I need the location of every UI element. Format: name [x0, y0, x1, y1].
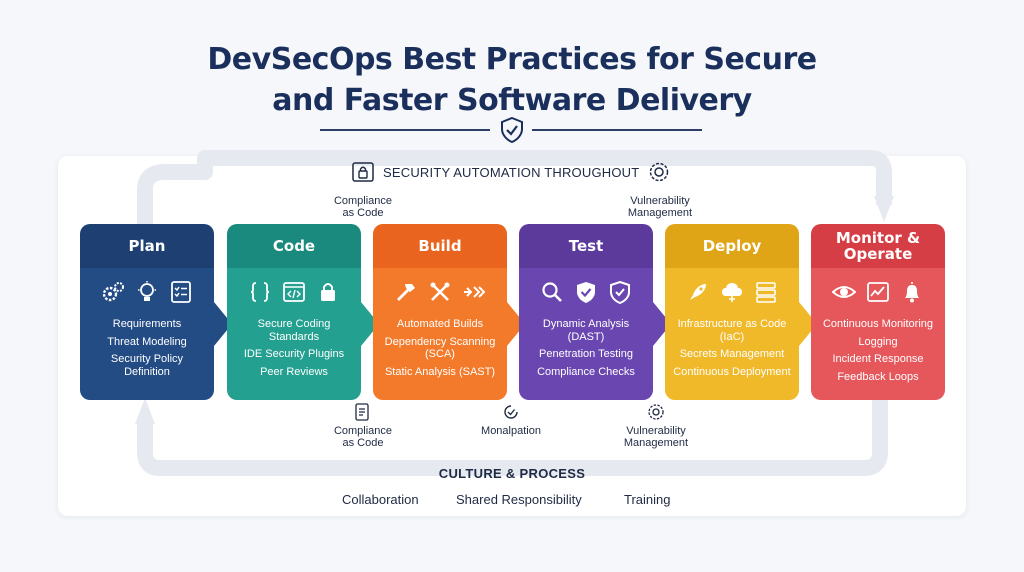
stage-title: Deploy — [665, 224, 799, 268]
note-line: Management — [623, 437, 689, 449]
refresh-check-icon — [504, 405, 518, 419]
rocket-icon — [690, 284, 706, 300]
note-line: as Code — [342, 437, 384, 449]
note-line: Compliance — [333, 195, 393, 207]
document-icon — [355, 403, 369, 421]
title-divider-left — [320, 129, 490, 131]
security-lock-icon — [352, 162, 374, 182]
stage-item: IDE Security Plugins — [243, 348, 345, 360]
stage-icons — [665, 280, 799, 306]
bottom-note-compliance: Compliance as Code — [322, 425, 404, 449]
stage-items: Requirements Threat Modeling Security Po… — [80, 318, 214, 383]
checklist-icon — [171, 281, 191, 303]
stage-item: Peer Reviews — [260, 365, 328, 378]
stage-items: Secure Coding Standards IDE Security Plu… — [227, 318, 361, 383]
stage-icons — [519, 280, 653, 306]
stage-code: Code Secure Coding Standards IDE Securit… — [227, 224, 379, 400]
bottom-note-vulnerability: Vulnerability Management — [610, 425, 702, 449]
magnifier-icon — [542, 282, 562, 302]
cloud-icon — [722, 283, 742, 302]
title-divider-right — [532, 129, 702, 131]
stage-items: Automated Builds Dependency Scanning (SC… — [373, 318, 507, 383]
alert-bell-icon — [905, 282, 919, 303]
stage-body — [80, 268, 214, 400]
stage-item: Security Policy Definition — [110, 353, 184, 378]
culture-item-collaboration: Collaboration — [342, 492, 419, 507]
stage-plan: Plan Requirements Threat Modeling Securi… — [80, 224, 232, 400]
gear-icon — [649, 162, 669, 182]
server-icon — [756, 282, 776, 303]
shield-icon — [610, 280, 630, 304]
stage-item: Secure Coding Standards — [257, 318, 331, 343]
stage-item: Penetration Testing — [539, 348, 633, 360]
stage-title: Code — [227, 224, 361, 268]
stage-item: Threat Modeling — [107, 335, 187, 348]
stage-item: Continuous Monitoring — [822, 318, 934, 330]
stage-items: Dynamic Analysis (DAST) Penetration Test… — [519, 318, 653, 383]
stage-item: Dependency Scanning (SCA) — [384, 335, 496, 361]
note-line: Monalpation — [481, 425, 541, 437]
dashboard-icon — [867, 282, 889, 302]
note-line: Vulnerability — [626, 425, 686, 437]
stage-item: Feedback Loops — [837, 370, 919, 383]
stage-icons — [373, 280, 507, 306]
stage-test: Test Dynamic Analysis (DAST) Penetration… — [519, 224, 671, 400]
culture-process-title: CULTURE & PROCESS — [438, 466, 586, 481]
page-title-line-2: and Faster Software Delivery — [272, 83, 752, 118]
gears-icon — [102, 282, 124, 302]
stage-icons — [80, 280, 214, 306]
stage-item: Logging — [858, 335, 898, 348]
culture-item-training: Training — [624, 492, 671, 507]
stage-items: Continuous Monitoring Logging Incident R… — [811, 318, 945, 388]
gear-icon — [648, 404, 664, 420]
double-arrow-icon — [464, 286, 486, 298]
bottom-note-monalpation: Monalpation — [466, 425, 556, 437]
stage-item: Incident Response — [832, 353, 924, 365]
stage-body — [373, 268, 507, 400]
stage-body — [227, 268, 361, 400]
stage-item: Dynamic Analysis (DAST) — [542, 318, 630, 343]
note-line: Compliance — [333, 425, 393, 437]
stage-title: Monitor & Operate — [811, 224, 945, 268]
security-band-label: SECURITY AUTOMATION THROUGHOUT — [383, 165, 640, 180]
stage-item: Static Analysis (SAST) — [384, 365, 496, 378]
tools-icon — [430, 282, 450, 301]
culture-item-shared-responsibility: Shared Responsibility — [456, 492, 582, 507]
stage-item: Automated Builds — [396, 318, 484, 330]
stage-item: Requirements — [112, 318, 182, 330]
stage-icons — [811, 280, 945, 306]
stage-item: Infrastructure as Code (IaC) — [677, 318, 787, 343]
stage-title: Test — [519, 224, 653, 268]
hammer-icon — [397, 284, 415, 301]
page-title-line-1: DevSecOps Best Practices for Secure — [207, 42, 817, 77]
eye-icon — [832, 286, 856, 298]
shield-check-icon — [501, 117, 523, 143]
note-line: Vulnerability — [630, 195, 690, 207]
lightbulb-icon — [138, 281, 156, 301]
note-line: Management — [627, 207, 693, 219]
stage-item: Secrets Management — [679, 348, 785, 360]
shield-check-icon — [577, 282, 595, 303]
top-note-compliance: Compliance as Code — [322, 195, 404, 219]
top-note-vulnerability: Vulnerability Management — [614, 195, 706, 219]
stage-item: Continuous Deployment — [673, 365, 791, 378]
note-line: as Code — [342, 207, 384, 219]
stage-body — [811, 268, 945, 400]
lock-icon — [321, 283, 335, 301]
stage-icons — [227, 280, 361, 306]
stage-title: Plan — [80, 224, 214, 268]
braces-icon — [250, 282, 270, 302]
stage-deploy: Deploy Infrastructure as Code (IaC) Secr… — [665, 224, 817, 400]
code-window-icon — [283, 282, 305, 302]
stage-items: Infrastructure as Code (IaC) Secrets Man… — [665, 318, 799, 383]
stage-monitor-operate: Monitor & Operate Continuous Monitoring … — [811, 224, 945, 400]
stage-title: Build — [373, 224, 507, 268]
stage-build: Build Automated Builds Dependency Scanni… — [373, 224, 525, 400]
stage-item: Compliance Checks — [537, 365, 635, 378]
